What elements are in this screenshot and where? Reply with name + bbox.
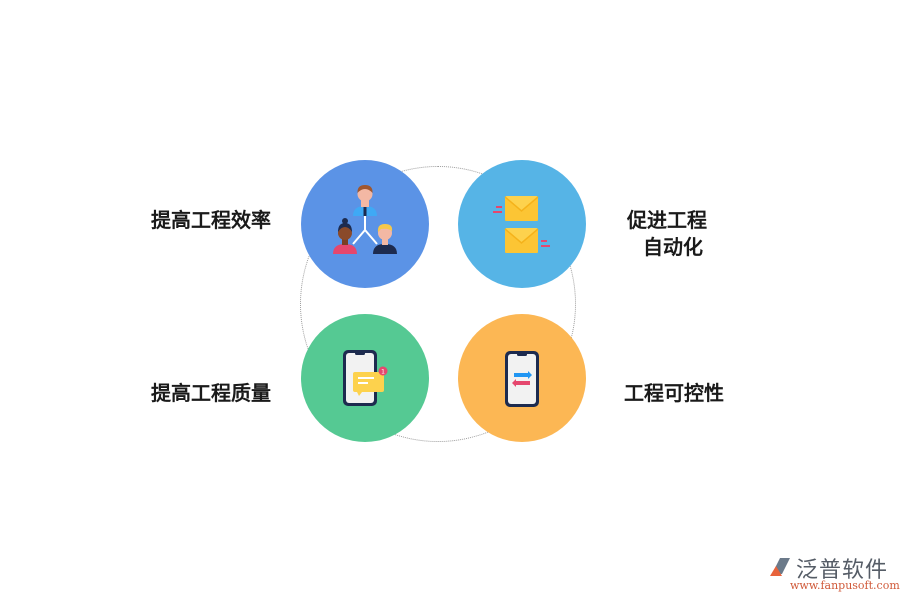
automation-circle	[458, 160, 586, 288]
svg-text:1: 1	[381, 369, 385, 376]
automation-label-line2: 自动化	[643, 235, 703, 259]
logo-name: 泛普软件	[796, 558, 889, 583]
fanpusoft-logo: 泛普软件 www.fanpusoft.com	[768, 552, 900, 596]
efficiency-circle	[301, 160, 429, 288]
phone-transfer-icon	[505, 351, 539, 407]
quality-circle: 1	[301, 314, 429, 442]
control-circle	[458, 314, 586, 442]
automation-label: 促进工程 自动化	[627, 207, 707, 261]
efficiency-label: 提高工程效率	[151, 208, 271, 232]
phone-message-icon: 1	[343, 350, 388, 406]
dotted-connector-ring	[300, 166, 576, 442]
quality-label: 提高工程质量	[151, 381, 271, 405]
team-hierarchy-icon	[333, 185, 397, 254]
automation-label-line1: 促进工程	[627, 208, 707, 232]
envelopes-icon	[493, 196, 550, 253]
logo-mark-icon	[770, 558, 790, 576]
logo-url: www.fanpusoft.com	[790, 579, 900, 592]
control-label: 工程可控性	[624, 381, 724, 405]
